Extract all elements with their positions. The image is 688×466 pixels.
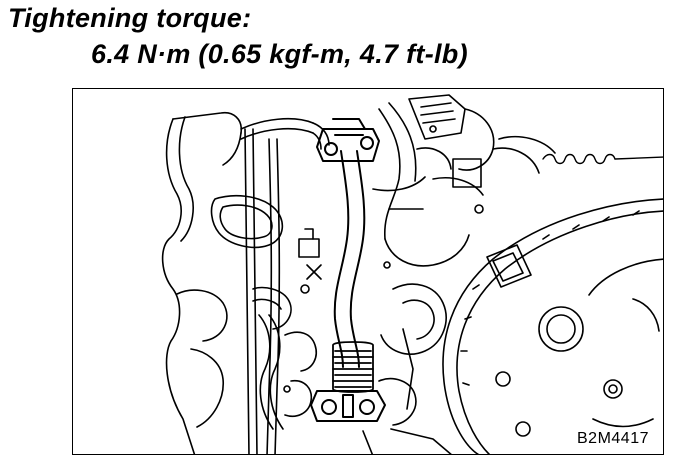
upper-right-parts: [408, 94, 556, 196]
left-rods: [244, 128, 281, 454]
bellows: [332, 341, 374, 393]
coil-spring: [542, 153, 663, 165]
left-hoses: [210, 194, 320, 430]
flywheel: [442, 198, 663, 454]
torque-value: 6.4 N·m (0.65 kgf-m, 4.7 ft-lb): [91, 39, 468, 69]
egr-pipe: [333, 150, 366, 368]
center-block: [362, 102, 470, 454]
upper-tube: [240, 117, 330, 150]
figure-code: B2M4417: [575, 430, 651, 448]
figure-frame: B2M4417: [72, 88, 664, 455]
upper-flange: [316, 118, 380, 162]
left-housing: [161, 111, 243, 454]
engine-illustration: [161, 94, 663, 454]
torque-heading: Tightening torque:: [8, 3, 252, 33]
small-fasteners: [283, 125, 484, 393]
lower-flange: [310, 390, 386, 422]
